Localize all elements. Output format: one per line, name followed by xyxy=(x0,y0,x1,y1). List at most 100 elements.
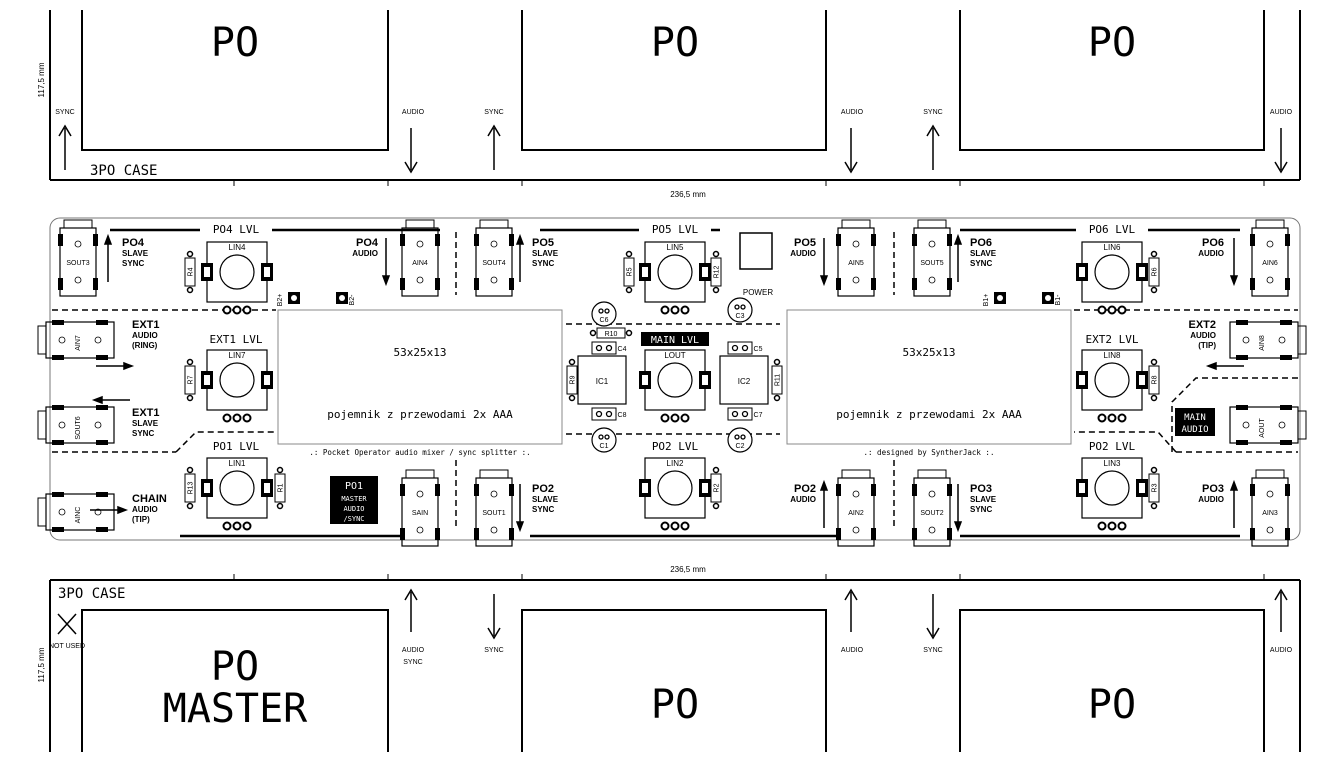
level-label-6: PO1 LVL xyxy=(213,440,260,453)
battery-box-right-caption: pojemnik z przewodami 2x AAA xyxy=(836,408,1022,421)
capacitor-c7: C7 xyxy=(727,407,763,421)
top-case xyxy=(49,10,1301,186)
resistor-label-r7: R7 xyxy=(188,375,195,384)
resistor-r5: R5 xyxy=(623,250,635,294)
ic2-label: IC2 xyxy=(738,377,751,386)
port-label-po6-sync-line3: SYNC xyxy=(970,259,992,268)
credit-right: .: designed by SyntherJack :. xyxy=(864,448,995,457)
port-label-po3-sync-line1: PO3 xyxy=(970,483,992,495)
arrow-po4-sync xyxy=(103,233,113,282)
resistor-label-r2: R2 xyxy=(714,483,721,492)
credit-left: .: Pocket Operator audio mixer / sync sp… xyxy=(309,448,530,457)
resistor-label-r5: R5 xyxy=(627,267,634,276)
port-label-po4-sync-line2: SLAVE xyxy=(122,249,149,258)
main-audio-badge-line2: AUDIO xyxy=(1181,425,1208,435)
port-label-po5-audio-line1: PO5 xyxy=(794,237,816,249)
battery-terminal-label-3: B1- xyxy=(1055,294,1062,306)
arrow-po6-audio xyxy=(1229,238,1239,287)
battery-terminals-layer: B2+B2-B1+B1- xyxy=(277,292,1062,306)
pot-lin7: LIN7 xyxy=(201,349,273,423)
top-case-text: PO PO PO 3PO CASE SYNC AUDIO SYNC AUDIO … xyxy=(37,20,1293,199)
po1-badge-line4: /SYNC xyxy=(343,515,364,523)
capacitor-label-c7: C7 xyxy=(754,412,763,419)
port-label-po3-sync-line2: SLAVE xyxy=(970,495,997,504)
top-slot-1-title: PO xyxy=(211,20,259,66)
port-label-po6-audio-line2: AUDIO xyxy=(1198,249,1224,258)
level-label-3: EXT1 LVL xyxy=(210,333,263,346)
resistor-r11: R11 xyxy=(771,358,783,402)
capacitor-c8: C8 xyxy=(591,407,627,421)
level-label-8: PO2 LVL xyxy=(1089,440,1136,453)
pot-lin2: LIN2 xyxy=(639,457,711,531)
capacitor-label-c4: C4 xyxy=(618,346,627,353)
resistor-label-r8: R8 xyxy=(1152,375,1159,384)
capacitor-c5: C5 xyxy=(727,341,763,355)
top-slot-3-audio: AUDIO xyxy=(1270,109,1293,116)
jack-label-sout6: SOUT6 xyxy=(75,416,82,439)
capacitor-label-c8: C8 xyxy=(618,412,627,419)
jack-sout3: SOUT3 xyxy=(58,219,98,297)
jack-label-sout1: SOUT1 xyxy=(482,510,505,517)
port-label-po5-sync-line3: SYNC xyxy=(532,259,554,268)
battery-hole-3 xyxy=(1045,295,1051,301)
jack-sout6: SOUT6 xyxy=(37,405,115,445)
capacitor-label-c5: C5 xyxy=(754,346,763,353)
bottom-slot-3-sync: SYNC xyxy=(923,647,942,654)
pot-lin4: LIN4 xyxy=(201,241,273,315)
jack-label-ain6: AIN6 xyxy=(1262,260,1278,267)
top-case-height: 117,5 mm xyxy=(37,62,46,97)
power-connector xyxy=(739,232,773,270)
capacitor-c6: C6 xyxy=(591,301,617,327)
port-label-po3-audio-line1: PO3 xyxy=(1202,483,1224,495)
port-label-ext1-sync-line1: EXT1 xyxy=(132,407,160,419)
level-label-1: PO5 LVL xyxy=(652,223,699,236)
jack-label-sout3: SOUT3 xyxy=(66,260,89,267)
bottom-slot-2-sync: SYNC xyxy=(484,647,503,654)
jack-label-ain7: AIN7 xyxy=(75,335,82,351)
bottom-slot-1-audio: AUDIO xyxy=(402,647,425,654)
bottom-case-label: 3PO CASE xyxy=(58,586,125,602)
resistor-label-r1: R1 xyxy=(278,483,285,492)
port-label-po3-audio-line2: AUDIO xyxy=(1198,495,1224,504)
pot-label-lout: LOUT xyxy=(664,351,685,360)
not-used-label: NOT USED xyxy=(49,643,85,650)
jack-aout: AOUT xyxy=(1229,405,1307,445)
power-label: POWER xyxy=(743,288,773,297)
main-audio-badge-line1: MAIN xyxy=(1184,413,1206,423)
arrow-po2-audio xyxy=(819,479,829,528)
pcb-board: 53x25x13 pojemnik z przewodami 2x AAA 53… xyxy=(37,217,1307,547)
top-slot-1-sync: SYNC xyxy=(55,109,74,116)
pot-lin5: LIN5 xyxy=(639,241,711,315)
battery-terminal-label-2: B1+ xyxy=(983,294,990,307)
pot-lin8: LIN8 xyxy=(1076,349,1148,423)
resistor-r4: R4 xyxy=(184,250,196,294)
bottom-slot-3-title: PO xyxy=(1088,682,1136,728)
port-label-ext1-sync-line3: SYNC xyxy=(132,429,154,438)
bottom-slot-2-title: PO xyxy=(651,682,699,728)
battery-box-right-size: 53x25x13 xyxy=(903,346,956,359)
arrow-po3-sync xyxy=(953,484,963,533)
jack-label-ain3: AIN3 xyxy=(1262,510,1278,517)
jack-ain2: AIN2 xyxy=(836,469,876,547)
po1-badge-line3: AUDIO xyxy=(343,505,364,513)
port-label-po2-audio-line1: PO2 xyxy=(794,483,816,495)
level-label-bg-2 xyxy=(1076,222,1148,236)
ic1-body xyxy=(577,355,627,405)
arrow-po6-sync xyxy=(953,233,963,282)
pot-lin6: LIN6 xyxy=(1076,241,1148,315)
port-labels-layer: PO4SLAVESYNCPO4AUDIOPO5SLAVESYNCPO5AUDIO… xyxy=(90,233,1244,533)
jack-ain3: AIN3 xyxy=(1250,469,1290,547)
level-label-bg-5 xyxy=(1076,332,1148,346)
battery-hole-2 xyxy=(997,295,1003,301)
arrow-chain xyxy=(90,505,129,515)
level-label-0: PO4 LVL xyxy=(213,223,260,236)
